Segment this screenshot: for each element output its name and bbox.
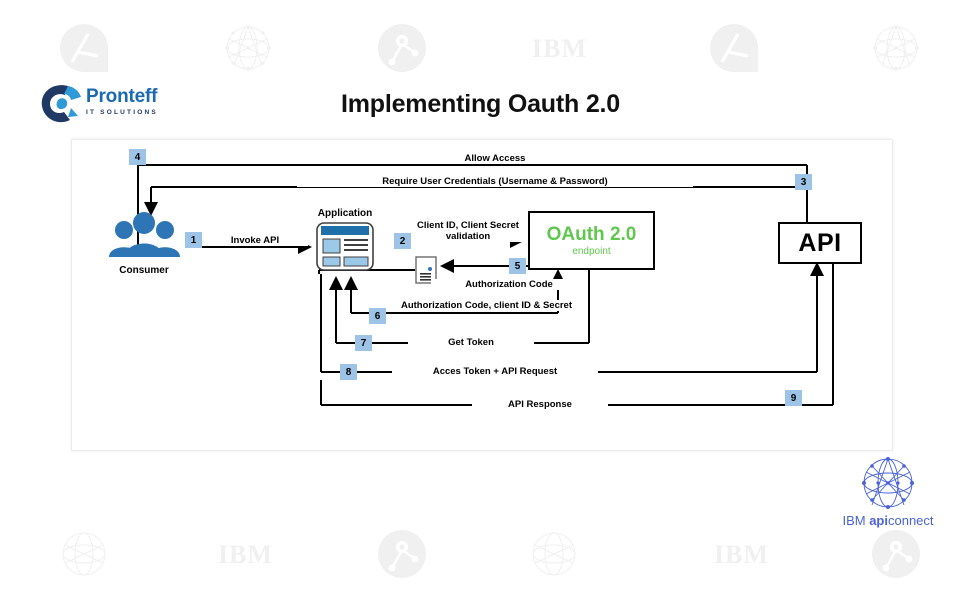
watermark-mesh-sphere-icon bbox=[528, 528, 580, 580]
flow-badge-1: 1 bbox=[185, 232, 202, 248]
flow-label-1: Invoke API bbox=[202, 235, 308, 246]
flow-label-9: API Response bbox=[472, 399, 608, 410]
flow-connectors bbox=[137, 164, 834, 406]
oauth-subtitle: endpoint bbox=[572, 245, 611, 257]
apiconnect-api: api bbox=[869, 513, 888, 528]
watermark-ibm-text: IBM bbox=[218, 540, 273, 569]
diagram-container: Consumer Application OAuth 2.0 endpoint … bbox=[71, 139, 893, 451]
node-api: API bbox=[778, 222, 862, 264]
flow-label-3: Require User Credentials (Username & Pas… bbox=[297, 176, 693, 187]
watermark-node-graph-icon bbox=[870, 528, 922, 580]
apiconnect-connect: connect bbox=[887, 513, 934, 528]
flow-badge-7: 7 bbox=[355, 335, 372, 351]
apiconnect-logo: IBM apiconnect bbox=[828, 455, 948, 535]
document-page-icon bbox=[415, 256, 437, 284]
watermark-mesh-sphere-icon bbox=[58, 528, 110, 580]
node-application-label: Application bbox=[317, 208, 373, 219]
flow-label-8: Acces Token + API Request bbox=[392, 366, 598, 377]
apiconnect-sphere-icon bbox=[862, 457, 914, 509]
watermark-circle-a-icon bbox=[58, 22, 110, 74]
watermark-ibm-text: IBM bbox=[714, 540, 769, 569]
pronteff-logo: Pronteff IT SOLUTIONS bbox=[38, 82, 168, 128]
oauth-title: OAuth 2.0 bbox=[546, 223, 637, 245]
app-window-icon bbox=[316, 222, 374, 271]
watermark-circle-a-icon bbox=[708, 22, 760, 74]
flow-label-5: Authorization Code bbox=[431, 279, 587, 290]
flow-badge-2: 2 bbox=[394, 233, 411, 249]
node-consumer-label: Consumer bbox=[119, 265, 169, 276]
flow-badge-6: 6 bbox=[369, 308, 386, 324]
people-group-icon bbox=[109, 212, 180, 257]
flow-badge-8: 8 bbox=[340, 364, 357, 380]
watermark-ibm-text: IBM bbox=[532, 34, 587, 63]
page-title: Implementing Oauth 2.0 bbox=[341, 90, 620, 118]
flow-badge-4: 4 bbox=[129, 149, 146, 165]
brand-name: Pronteff bbox=[86, 86, 158, 107]
watermark-mesh-sphere-icon bbox=[870, 22, 922, 74]
flow-badge-3: 3 bbox=[795, 174, 812, 190]
node-application bbox=[315, 222, 375, 272]
brand-tagline: IT SOLUTIONS bbox=[86, 109, 158, 116]
pronteff-swirl-icon bbox=[41, 85, 81, 123]
flow-label-6: Authorization Code, client ID & Secret bbox=[386, 300, 587, 311]
node-oauth-endpoint: OAuth 2.0 endpoint bbox=[528, 211, 655, 270]
flow-label-4: Allow Access bbox=[402, 153, 588, 164]
node-consumer bbox=[107, 212, 182, 267]
flow-label-7: Get Token bbox=[408, 337, 534, 348]
node-authorization-document bbox=[415, 256, 437, 284]
flow-badge-5: 5 bbox=[509, 258, 526, 274]
watermark-node-graph-icon bbox=[376, 528, 428, 580]
flow-label-2: Client ID, Client Secret validation bbox=[411, 220, 525, 242]
flow-badge-9: 9 bbox=[785, 390, 802, 406]
apiconnect-wordmark: IBM apiconnect bbox=[828, 513, 948, 528]
apiconnect-ibm: IBM bbox=[842, 513, 870, 528]
watermark-node-graph-icon bbox=[376, 22, 428, 74]
watermark-mesh-sphere-icon bbox=[222, 22, 274, 74]
